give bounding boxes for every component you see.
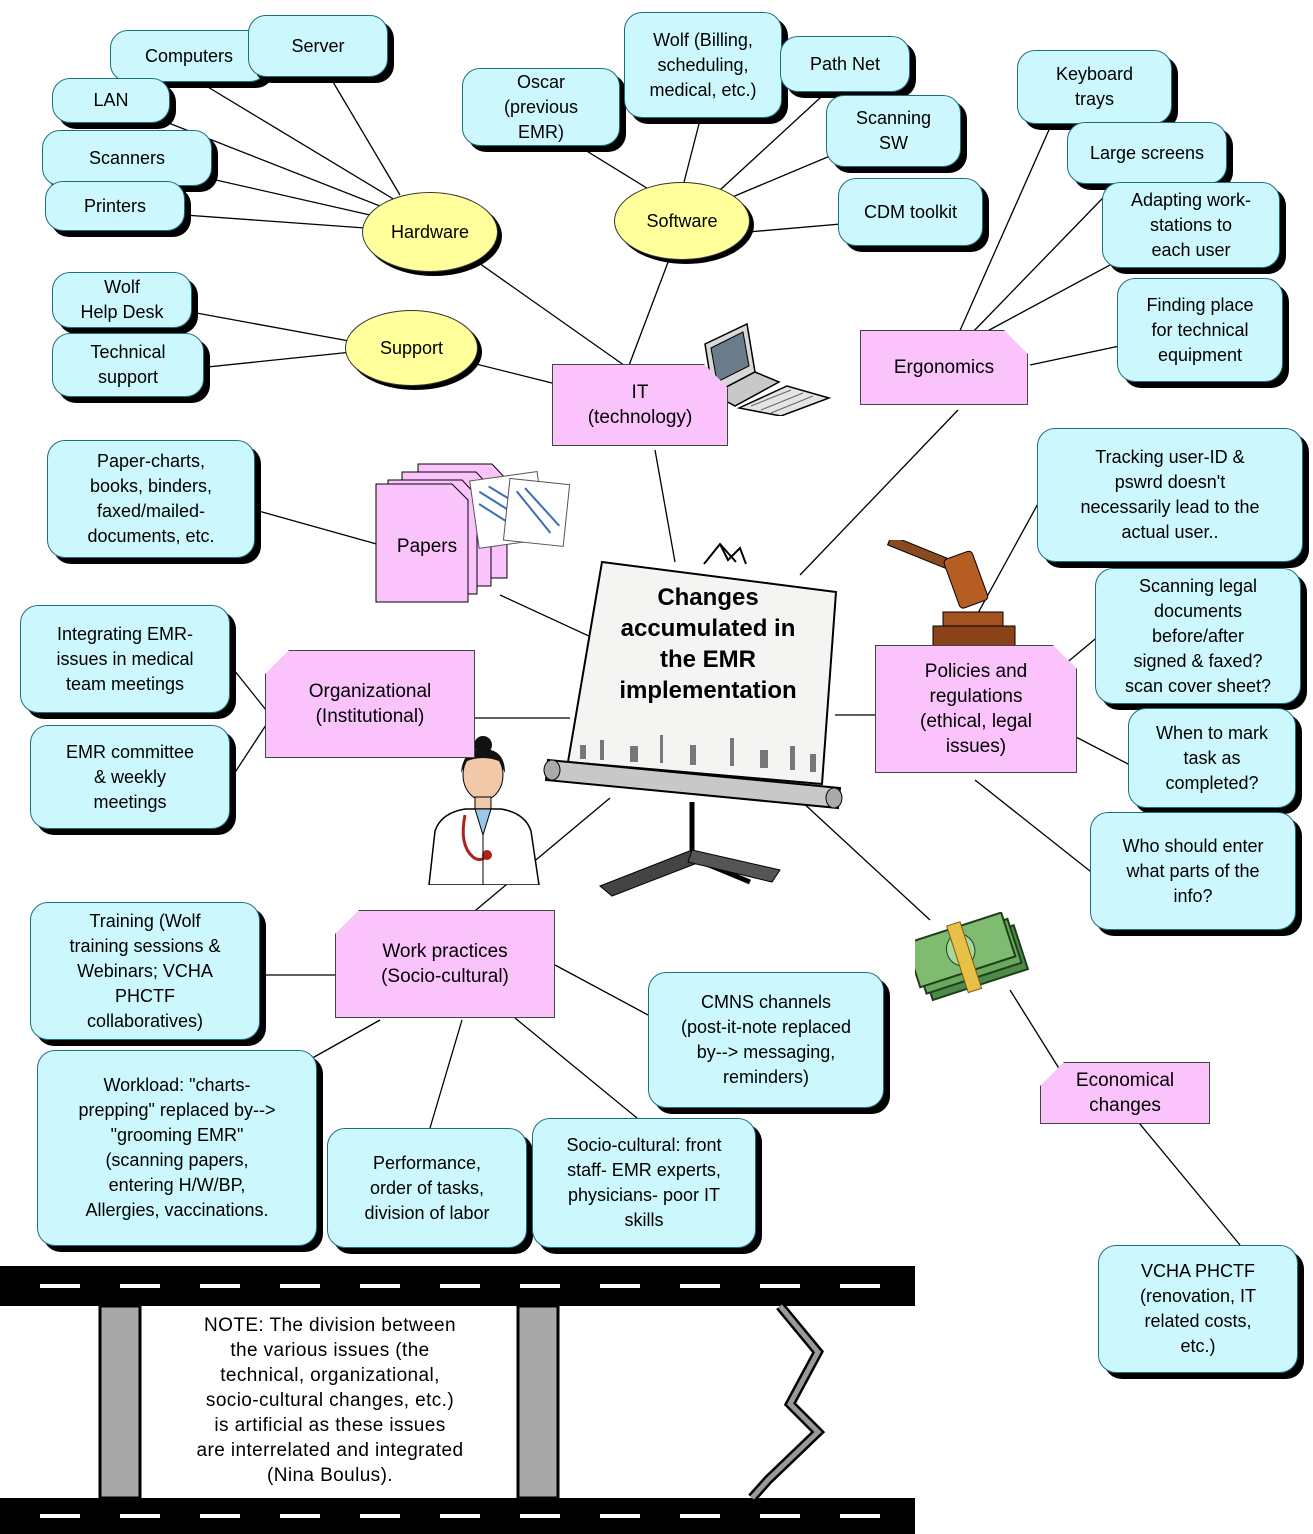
node-cmns: CMNS channels (post-it-note replaced by-… bbox=[648, 972, 884, 1108]
category-organizational: Organizational (Institutional) bbox=[265, 650, 475, 758]
node-training: Training (Wolf training sessions & Webin… bbox=[30, 902, 260, 1040]
node-server: Server bbox=[248, 15, 388, 77]
node-scanning-sw: Scanning SW bbox=[826, 95, 961, 167]
node-printers: Printers bbox=[45, 181, 185, 231]
node-pathnet: Path Net bbox=[780, 36, 910, 92]
node-adapting-workstations: Adapting work- stations to each user bbox=[1102, 182, 1280, 268]
category-economical: Economical changes bbox=[1040, 1062, 1210, 1124]
node-wolf-billing: Wolf (Billing, scheduling, medical, etc.… bbox=[624, 12, 782, 118]
computer-illustration bbox=[704, 322, 832, 416]
category-policies: Policies and regulations (ethical, legal… bbox=[875, 645, 1077, 773]
category-work-practices: Work practices (Socio-cultural) bbox=[335, 910, 555, 1018]
node-technical-support: Technical support bbox=[52, 333, 204, 397]
node-wolf-helpdesk: Wolf Help Desk bbox=[52, 272, 192, 328]
node-computers: Computers bbox=[110, 30, 268, 82]
node-scanning-legal: Scanning legal documents before/after si… bbox=[1095, 568, 1301, 704]
group-hardware: Hardware bbox=[362, 192, 498, 272]
central-topic-title: Changes accumulated in the EMR implement… bbox=[619, 584, 797, 704]
money-stack-illustration bbox=[915, 912, 1030, 1002]
node-vcha-phctf: VCHA PHCTF (renovation, IT related costs… bbox=[1098, 1245, 1298, 1373]
category-it: IT (technology) bbox=[552, 364, 728, 446]
node-when-to-mark: When to mark task as completed? bbox=[1128, 708, 1296, 808]
node-lan: LAN bbox=[52, 78, 170, 123]
group-support: Support bbox=[345, 310, 478, 386]
group-software: Software bbox=[614, 182, 750, 260]
node-workload: Workload: "charts- prepping" replaced by… bbox=[37, 1050, 317, 1246]
node-cdm-toolkit: CDM toolkit bbox=[838, 178, 983, 246]
node-performance: Performance, order of tasks, division of… bbox=[327, 1128, 527, 1248]
doctor-illustration bbox=[428, 736, 540, 885]
node-oscar: Oscar (previous EMR) bbox=[462, 68, 620, 146]
node-emr-committee: EMR committee & weekly meetings bbox=[30, 725, 230, 829]
note-text: NOTE: The division between the various i… bbox=[196, 1315, 464, 1486]
gavel-illustration bbox=[886, 540, 1016, 647]
node-large-screens: Large screens bbox=[1067, 122, 1227, 184]
papers-stack-illustration bbox=[375, 463, 571, 603]
node-scanners: Scanners bbox=[42, 130, 212, 186]
category-papers: Papers bbox=[396, 536, 458, 557]
node-tracking-user: Tracking user-ID & pswrd doesn't necessa… bbox=[1037, 428, 1303, 562]
node-socio-cultural: Socio-cultural: front staff- EMR experts… bbox=[532, 1118, 756, 1248]
category-ergonomics: Ergonomics bbox=[860, 330, 1028, 405]
node-integrating-emr: Integrating EMR- issues in medical team … bbox=[20, 605, 230, 713]
node-paper-charts: Paper-charts, books, binders, faxed/mail… bbox=[47, 440, 255, 558]
flip-chart-easel-illustration bbox=[543, 542, 843, 897]
node-finding-place: Finding place for technical equipment bbox=[1117, 278, 1283, 382]
bridge-road-illustration bbox=[0, 1266, 915, 1534]
node-who-should-enter: Who should enter what parts of the info? bbox=[1090, 812, 1296, 930]
node-keyboard-trays: Keyboard trays bbox=[1017, 50, 1172, 124]
